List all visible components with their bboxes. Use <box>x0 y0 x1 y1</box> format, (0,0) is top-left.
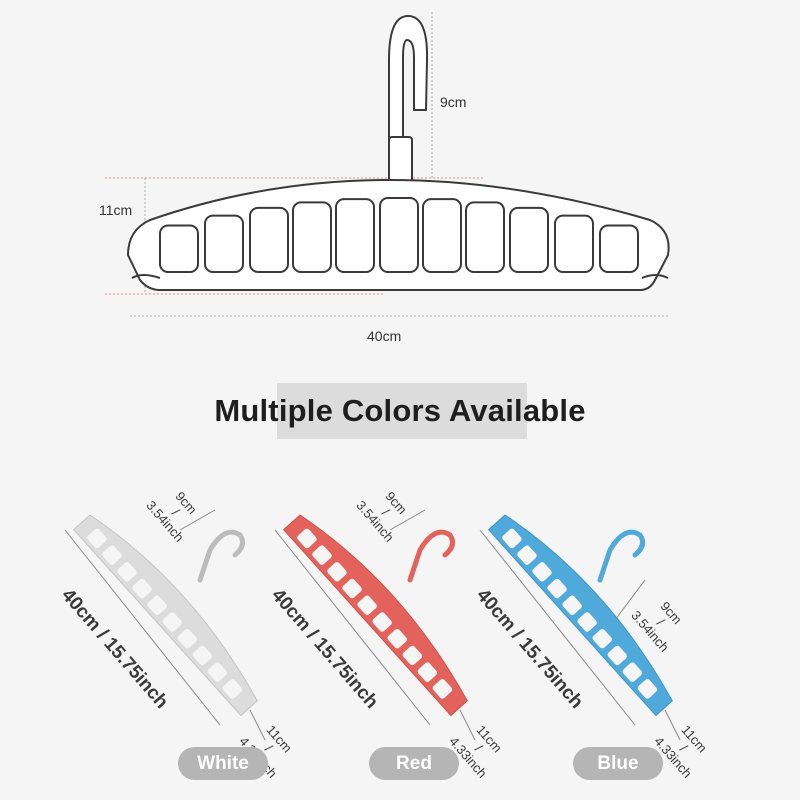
width-guide <box>664 709 681 741</box>
color-red-label: Red <box>369 747 459 780</box>
red-hanger <box>282 514 468 717</box>
product-blue: 40cm / 15.75inch 9cm / 3.54inch 11cm / 4… <box>470 470 710 781</box>
blue-hanger-illustration <box>479 514 681 741</box>
white-hook <box>197 529 246 583</box>
hanger-dimension-diagram <box>105 12 670 317</box>
hanger-hole <box>162 612 182 632</box>
hanger-holes <box>159 197 639 274</box>
hanger-hole <box>357 595 377 615</box>
hanger-hole <box>204 214 244 274</box>
hanger-hole <box>432 679 453 699</box>
hook-height-label: 9cm <box>440 94 467 110</box>
hanger-hole <box>547 578 567 599</box>
hanger-hole <box>87 528 107 549</box>
hanger-hole <box>132 578 152 599</box>
hanger-hole <box>102 545 122 565</box>
color-blue-label: Blue <box>573 747 663 780</box>
hook-guide <box>389 509 426 531</box>
hanger-hole <box>577 612 597 632</box>
length-guide <box>479 529 636 726</box>
headline-highlight <box>277 383 527 439</box>
hanger-hole <box>327 562 347 582</box>
hanger-hole <box>249 206 289 273</box>
hanger-hole <box>159 224 199 273</box>
length-guide <box>64 529 221 726</box>
blue-hook <box>597 529 646 583</box>
length-guide <box>274 529 431 726</box>
hanger-hole <box>422 198 462 274</box>
white-hanger-illustration <box>64 509 266 741</box>
hanger-hole <box>192 645 212 666</box>
hanger-hole <box>607 645 627 666</box>
hanger-hole <box>297 528 317 549</box>
hanger-hole <box>599 224 639 273</box>
hanger-hole <box>372 612 392 632</box>
white-hanger <box>72 514 258 717</box>
hanger-hole <box>335 198 375 274</box>
hanger-hole <box>342 578 362 599</box>
color-white-label: White <box>178 747 268 780</box>
hanger-hole <box>532 562 552 582</box>
hanger-hole <box>379 197 419 273</box>
width-guide <box>459 709 476 741</box>
hanger-hole <box>562 595 582 615</box>
red-hook <box>407 529 456 583</box>
body-height-label: 11cm <box>99 202 133 218</box>
hanger-hole <box>117 562 137 582</box>
hanger-hole <box>292 201 332 273</box>
hook-guide <box>614 579 646 621</box>
hanger-hole <box>147 595 167 615</box>
hanger-hole <box>222 679 243 699</box>
hanger-hole <box>465 201 505 273</box>
hanger-hole <box>622 662 643 682</box>
hanger-hole <box>207 662 228 682</box>
hanger-hole <box>312 545 332 565</box>
hanger-hole <box>387 628 407 649</box>
width-label: 40cm <box>367 328 402 344</box>
hanger-hole <box>502 528 522 549</box>
hanger-hole <box>177 628 197 649</box>
product-white: 40cm / 15.75inch 9cm / 3.54inch 11cm / 4… <box>55 470 295 781</box>
hanger-hole <box>509 206 549 273</box>
headline: Multiple Colors Available <box>214 393 586 428</box>
hanger-hole <box>592 628 612 649</box>
hanger-hole <box>402 645 422 666</box>
hook-guide <box>179 509 216 531</box>
hook-outline <box>388 15 429 186</box>
red-hanger-illustration <box>274 509 476 741</box>
width-guide <box>249 709 266 741</box>
blue-hanger <box>487 514 673 717</box>
hanger-hole <box>637 679 658 699</box>
hanger-hole <box>554 214 594 274</box>
hanger-hole <box>517 545 537 565</box>
product-red: 40cm / 15.75inch 9cm / 3.54inch 11cm / 4… <box>265 470 505 781</box>
hanger-hole <box>417 662 438 682</box>
